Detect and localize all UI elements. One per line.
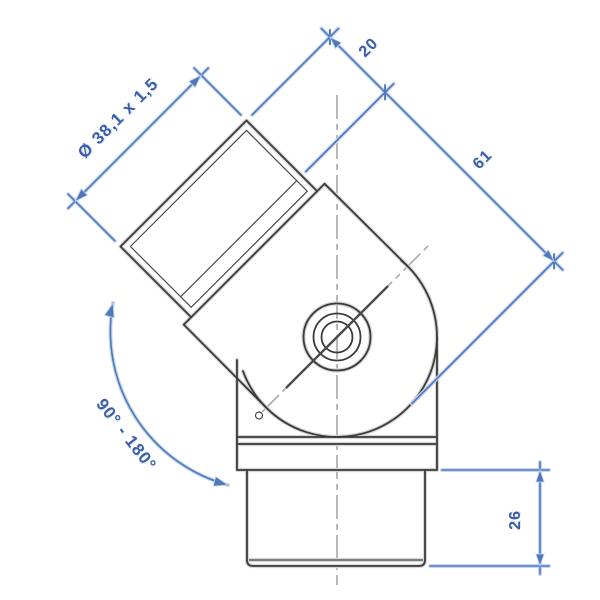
chain-dimension-line	[320, 27, 564, 271]
part-outline-halo	[118, 118, 440, 569]
length-label: 61	[470, 147, 496, 173]
dimension-depth-length: 20 61	[250, 26, 565, 406]
dimension-arrow	[535, 468, 545, 483]
lower-housing-walls	[236, 336, 438, 438]
dimension-arrow	[541, 249, 555, 263]
screw-slot-line	[285, 285, 389, 389]
upper-collar-step	[182, 182, 326, 326]
dimension-arrow	[329, 36, 343, 50]
centerlines	[254, 95, 429, 585]
bottom-tube	[246, 469, 426, 567]
dimension-arrow	[74, 188, 89, 203]
pivot-housing-circle	[242, 259, 438, 438]
dimension-angle-range: 90° - 180°	[92, 301, 230, 487]
pivot-inner-circle	[320, 320, 354, 354]
height-label: 26	[507, 510, 524, 530]
pivot-screw	[285, 285, 389, 389]
dimension-arrow	[535, 553, 545, 568]
dimension-arrow	[188, 74, 203, 89]
socket-depth-line	[180, 180, 298, 298]
angle-arc	[109, 302, 229, 486]
diameter-dimension-line	[67, 67, 210, 210]
centerline-end-dot	[254, 411, 264, 420]
depth-label: 20	[356, 35, 382, 61]
lower-collar	[236, 436, 438, 471]
pivot-outer-circle	[302, 302, 372, 372]
dimension-height: 26	[428, 460, 551, 576]
upper-collar-sides	[182, 182, 409, 409]
part-outline	[119, 119, 438, 567]
dimension-arrow	[212, 475, 230, 487]
dimension-arrow	[103, 301, 115, 319]
diameter-extension-lines	[67, 67, 242, 242]
height-extension-lines	[429, 469, 550, 567]
upper-socket-outline	[119, 119, 319, 319]
pivot-middle-circle	[312, 312, 362, 362]
chain-extension-lines	[251, 27, 564, 405]
upper-socket-inner-wall	[129, 129, 309, 309]
diameter-label: Ø 38,1 x 1,5	[74, 74, 162, 162]
